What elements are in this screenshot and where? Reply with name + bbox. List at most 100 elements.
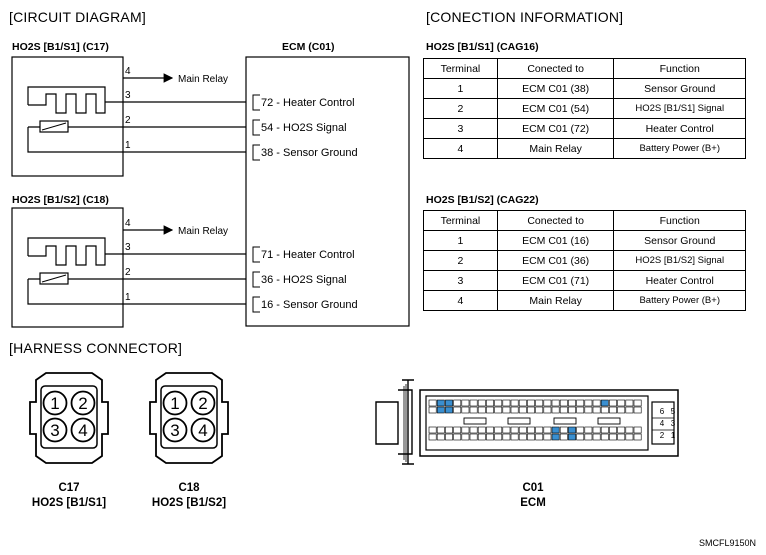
ecm-pin-cell — [518, 433, 527, 441]
ecm-pin-cell — [568, 406, 576, 414]
ecm-pin-field — [425, 395, 649, 451]
ecm-pin-cell — [551, 406, 560, 414]
ecm-pin-cell — [592, 406, 601, 414]
table-cell: 3 — [423, 118, 498, 139]
table-cell: ECM C01 (38) — [496, 78, 615, 99]
table-cell: ECM C01 (36) — [496, 250, 615, 271]
table-cell: Sensor Ground — [613, 230, 746, 251]
table-2-header-function: Function — [613, 210, 746, 231]
ecm-pin-cell — [625, 426, 634, 434]
ecm-pin-cell — [486, 426, 494, 434]
ecm-pin-cell — [461, 433, 470, 441]
ecm-key-slot — [463, 417, 487, 425]
c17-pin-2: 2 — [78, 394, 87, 413]
ecm-pin-cell — [486, 399, 494, 407]
ecm-pin-cell — [625, 433, 634, 441]
ecm-pin-4: 4 — [660, 419, 665, 428]
table-cell: Heater Control — [613, 118, 746, 139]
ecm-pin-cell — [469, 426, 478, 434]
ecm-pin-cell — [592, 433, 601, 441]
ecm-pin-cell — [527, 399, 535, 407]
sensor-2-main-relay: Main Relay — [178, 226, 228, 237]
c17-pin-4: 4 — [78, 421, 87, 440]
sensor-1-pin-1: 1 — [125, 140, 131, 151]
ecm-pin-cell — [625, 399, 634, 407]
ecm-pin-cell — [625, 406, 634, 414]
sensor-2-ecm-pin-signal: 36 - HO2S Signal — [261, 274, 347, 286]
table-cell: 1 — [423, 78, 498, 99]
sensor-1-pin-2: 2 — [125, 115, 131, 126]
ecm-bracket-ribs — [403, 384, 407, 462]
sensor-2-group: 4 3 2 1 Main Relay 71 - Heater Control 3… — [11, 207, 358, 328]
ecm-pin-cell — [527, 433, 535, 441]
ecm-pin-cell — [428, 433, 437, 441]
ecm-pin-cell — [486, 433, 494, 441]
ecm-pin-3: 3 — [671, 419, 676, 428]
sensor-2-box — [11, 207, 124, 328]
c17-code: C17 — [58, 482, 80, 494]
table-cell: 3 — [423, 270, 498, 291]
c18-name: HO2S [B1/S2] — [151, 497, 227, 509]
sensor-1-title: HO2S [B1/S1] (C17) — [12, 41, 109, 53]
table-cell: Heater Control — [613, 270, 746, 291]
sensor-1-pin-3: 3 — [125, 90, 131, 101]
ecm-pin-cell — [510, 406, 519, 414]
table-1-header-terminal: Terminal — [423, 58, 498, 79]
ecm-pin-cell — [445, 406, 453, 414]
ecm-pin-cell — [518, 406, 527, 414]
sensor-2-heater-element — [27, 237, 106, 266]
table-cell: HO2S [B1/S2] Signal — [613, 250, 746, 271]
connector-c01-ecm: 6 5 4 3 2 1 — [375, 379, 679, 465]
connection-info-heading: [CONECTION INFORMATION] — [426, 9, 624, 25]
ecm-pin-1: 1 — [671, 431, 676, 440]
ecm-pin-cell — [527, 406, 535, 414]
table-1-header-function: Function — [613, 58, 746, 79]
c01-caption: C01 ECM — [478, 481, 588, 511]
table-cell: Battery Power (B+) — [613, 138, 746, 159]
ecm-pin-cell — [494, 399, 503, 407]
table-cell: 1 — [423, 230, 498, 251]
circuit-diagram: 4 3 2 1 Main Relay 72 - Heater Control 5… — [11, 56, 410, 328]
sensor-1-main-relay: Main Relay — [178, 74, 228, 85]
ecm-pin-cell — [609, 426, 617, 434]
ecm-pin-cell — [527, 426, 535, 434]
ecm-pin-cell — [428, 406, 437, 414]
ecm-pin-cell — [576, 433, 585, 441]
ecm-pin-cell — [428, 399, 437, 407]
ecm-pin-cell — [584, 426, 593, 434]
ecm-pin-cell — [617, 406, 626, 414]
ecm-pin-cell — [584, 399, 593, 407]
ecm-pin-cell — [469, 406, 478, 414]
ecm-pin-cell — [469, 399, 478, 407]
sensor-2-title: HO2S [B1/S2] (C18) — [12, 194, 109, 206]
table-cell: 4 — [423, 138, 498, 159]
c18-pin-2: 2 — [198, 394, 207, 413]
c01-name: ECM — [520, 497, 546, 509]
ecm-pin-cell — [600, 433, 609, 441]
table-cell: ECM C01 (16) — [496, 230, 615, 251]
ecm-pin-cell — [477, 406, 486, 414]
sensor-1-ecm-pin-heater: 72 - Heater Control — [261, 97, 355, 109]
table-cell: 4 — [423, 290, 498, 311]
sensor-1-group: 4 3 2 1 Main Relay 72 - Heater Control 5… — [11, 56, 358, 177]
table-cell: ECM C01 (72) — [496, 118, 615, 139]
sensor-2-pin-4: 4 — [125, 218, 131, 229]
sensor-2-pin-1: 1 — [125, 292, 131, 303]
ecm-pin-cell — [535, 406, 544, 414]
ecm-pin-cell — [461, 406, 470, 414]
ecm-pin-cell — [510, 399, 519, 407]
ecm-pin-cell — [453, 433, 462, 441]
ecm-pin-cell — [543, 433, 552, 441]
ecm-pin-6: 6 — [660, 407, 665, 416]
ecm-pin-cell — [502, 426, 511, 434]
ecm-pin-cell — [551, 399, 560, 407]
c18-caption: C18 HO2S [B1/S2] — [134, 481, 244, 511]
ecm-pin-cell — [568, 426, 576, 434]
ecm-pin-cell — [445, 433, 453, 441]
ecm-box — [245, 56, 410, 327]
c17-pin-3: 3 — [50, 421, 59, 440]
ecm-pin-cell — [494, 433, 503, 441]
